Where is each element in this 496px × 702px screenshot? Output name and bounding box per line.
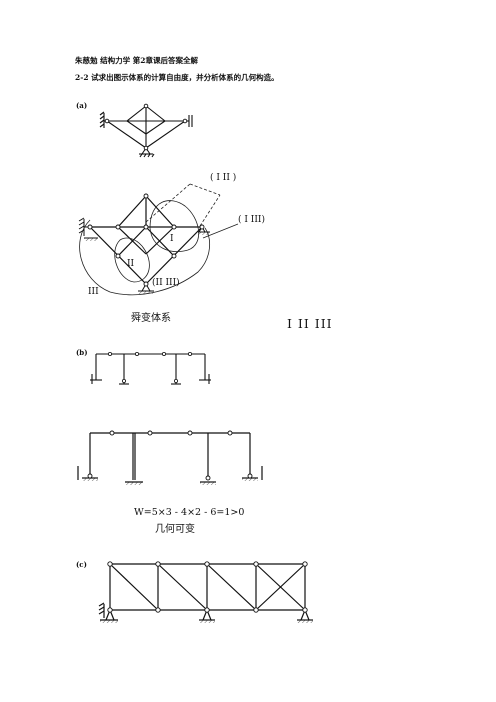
diagram-a-rigid-body-loops xyxy=(79,183,239,296)
part-b-formula: W=5×3 - 4×2 - 6=1>0 xyxy=(134,507,245,518)
part-b-conclusion: 几何可变 xyxy=(155,524,195,535)
label-ii-iii: (II III) xyxy=(152,277,180,288)
part-a-label: (a) xyxy=(76,101,88,110)
label-i-ii: ( I II ) xyxy=(210,172,236,183)
document-header: 朱慈勉 结构力学 第2章课后答案全解 xyxy=(75,56,198,65)
problem-statement: 2-2 试求出图示体系的计算自由度，并分析体系的几何构造。 xyxy=(75,73,279,82)
diagram-b-small-frame xyxy=(90,353,211,385)
label-ii: II xyxy=(127,259,135,269)
label-i-iii: ( I III) xyxy=(238,214,265,225)
diagram-c-truss xyxy=(98,563,313,623)
label-i: I xyxy=(170,234,174,244)
part-a-conclusion: 舜变体系 xyxy=(131,313,171,324)
diagram-a-analysis-hinges xyxy=(87,193,205,287)
label-iii: III xyxy=(88,287,99,297)
diagram-a-labels: ( I II ) ( I III) I II (II III) III xyxy=(88,172,265,297)
diagram-a-supports xyxy=(78,217,210,294)
part-a-rings: I II III xyxy=(287,316,333,331)
diagram-a-small-hinges xyxy=(104,103,188,151)
diagram-b-small-hinges xyxy=(108,351,192,383)
diagram-a-analysis-truss xyxy=(89,195,203,285)
diagram-a-small-truss xyxy=(99,105,193,158)
part-c-label: (c) xyxy=(76,560,87,569)
diagram-b-large-hinges xyxy=(87,430,253,481)
diagram-c-hinges xyxy=(107,561,308,613)
diagram-b-large-frame xyxy=(77,432,263,485)
part-b-label: (b) xyxy=(76,348,88,357)
